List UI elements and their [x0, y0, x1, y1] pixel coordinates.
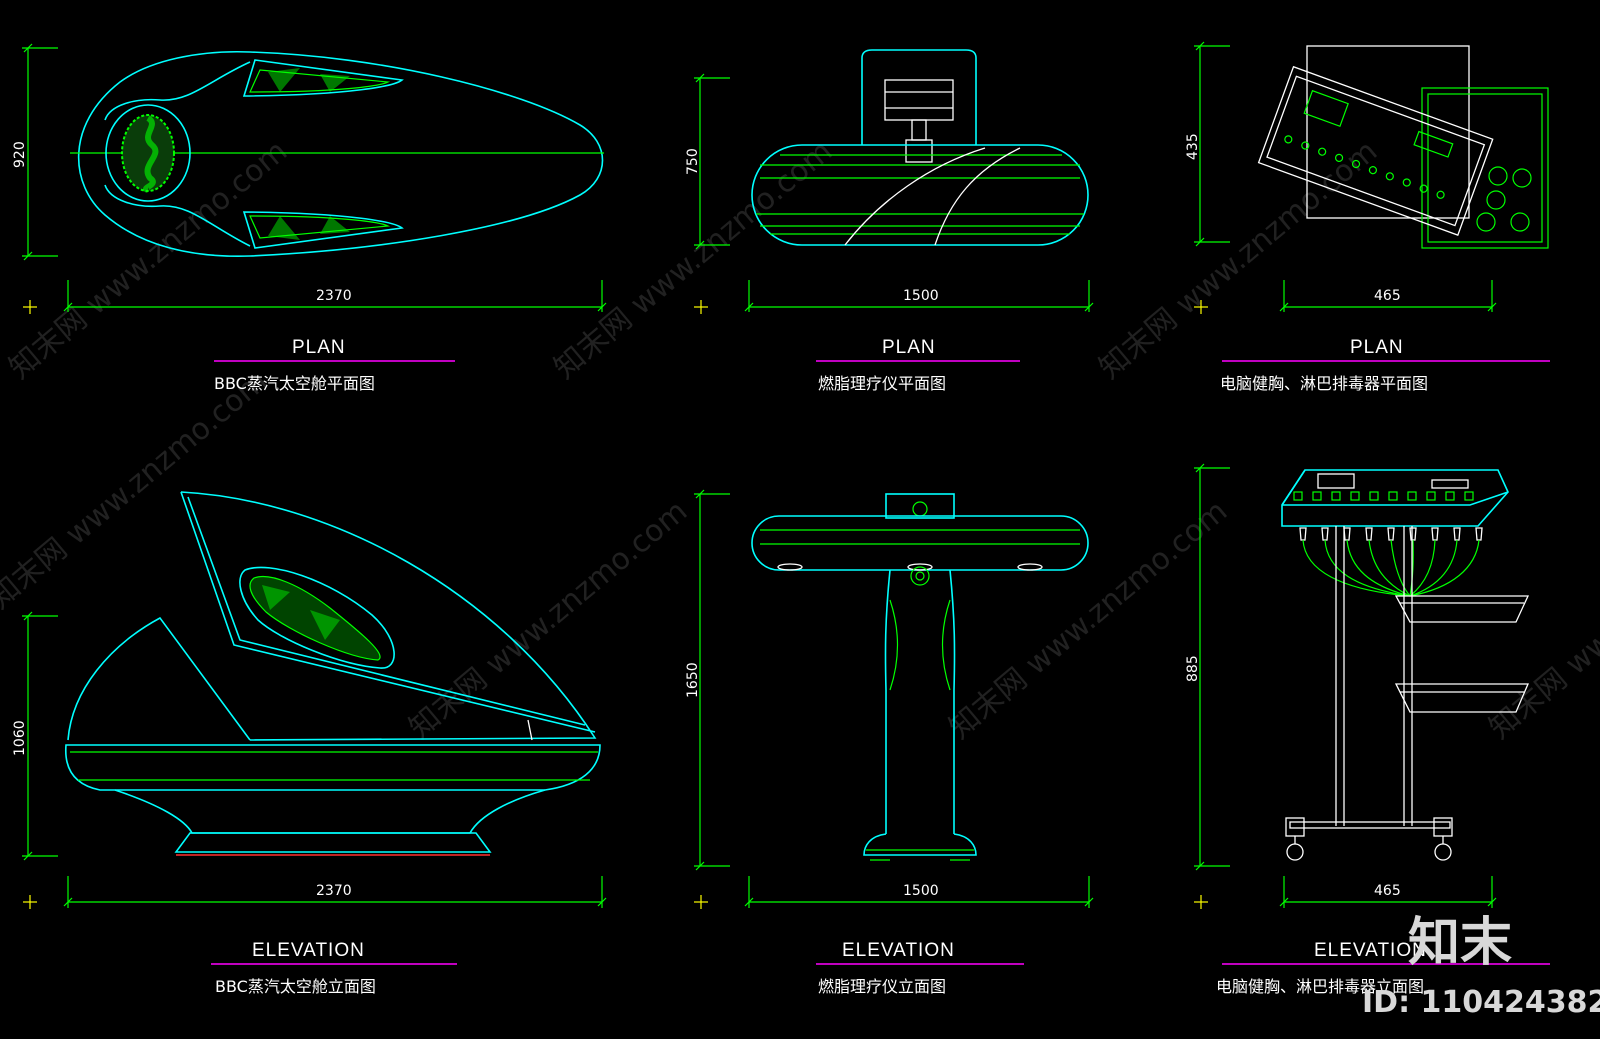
dimension-height-label: 435 [1185, 133, 1201, 160]
fat-burning-elevation-drawing [751, 493, 1089, 861]
panel-plan-fat-burning-device: 750 1500 PLAN [685, 49, 1094, 393]
dimension-height-label: 1060 [12, 720, 28, 756]
cable-connectors [1299, 527, 1483, 541]
drawing-caption: 电脑健胸、淋巴排毒器平面图 [1220, 374, 1428, 393]
dimension-vertical [22, 43, 58, 261]
spa-capsule-elevation-drawing [65, 491, 601, 856]
watermark-text: 知末网 www.znzmo.com [1483, 494, 1600, 746]
drawing-caption: BBC蒸汽太空舱立面图 [215, 977, 376, 996]
dimension-width-label: 2370 [316, 288, 352, 304]
dimension-vertical [1194, 41, 1230, 247]
dimension-height-label: 920 [12, 141, 28, 168]
dimension-vertical [694, 73, 730, 250]
drawing-caption: 电脑健胸、淋巴排毒器立面图 [1216, 977, 1424, 996]
view-title: ELEVATION [252, 940, 365, 961]
drawing-caption: 燃脂理疗仪立面图 [818, 977, 946, 996]
fat-burning-plan-drawing [751, 49, 1089, 246]
watermark-text: 知末网 www.znzmo.com [403, 494, 694, 746]
dimension-height-label: 885 [1185, 655, 1201, 682]
view-title: ELEVATION [842, 940, 955, 961]
drawing-caption: 燃脂理疗仪平面图 [818, 374, 946, 393]
dimension-width-label: 465 [1374, 883, 1401, 899]
view-title: PLAN [882, 337, 936, 358]
dimension-vertical [22, 611, 58, 861]
dimension-vertical [1194, 463, 1230, 871]
dimension-width-label: 1500 [903, 883, 939, 899]
panel-elevation-lymph-detox-device: 885 465 [1185, 463, 1550, 996]
dimension-horizontal [1194, 280, 1497, 314]
dimension-width-label: 1500 [903, 288, 939, 304]
dimension-horizontal [1194, 876, 1497, 909]
dimension-horizontal [694, 280, 1094, 314]
panel-plan-spa-capsule: 920 2370 PLAN [12, 43, 607, 393]
spa-capsule-plan-drawing [70, 50, 604, 257]
dimension-width-label: 2370 [316, 883, 352, 899]
cables [1302, 539, 1480, 597]
image-id-label: ID: 1104243826 [1362, 985, 1600, 1020]
dimension-horizontal [694, 876, 1094, 909]
panel-elevation-spa-capsule: 1060 2370 ELEVATION [12, 491, 607, 996]
watermark-text: 知末网 www.znzmo.com [1093, 134, 1384, 386]
panel-elevation-fat-burning-device: 1650 1500 [685, 489, 1094, 996]
dimension-height-label: 750 [685, 148, 701, 175]
dimension-height-label: 1650 [685, 662, 701, 698]
brand-logo: 知末 [1408, 913, 1512, 973]
view-title: PLAN [292, 337, 346, 358]
lymph-device-elevation-drawing [1281, 469, 1530, 861]
view-title: PLAN [1350, 337, 1404, 358]
dimension-vertical [694, 489, 730, 871]
lymph-device-plan-drawing [1257, 45, 1549, 249]
drawing-caption: BBC蒸汽太空舱平面图 [214, 374, 375, 393]
dimension-horizontal [23, 876, 607, 909]
dimension-width-label: 465 [1374, 288, 1401, 304]
brand-overlay: 知末 ID: 1104243826 [1362, 913, 1600, 1020]
view-title: ELEVATION [1314, 940, 1427, 961]
panel-plan-lymph-detox-device: 435 465 [1185, 41, 1550, 393]
watermark-text: 知末网 www.znzmo.com [943, 494, 1234, 746]
watermark-text: 知末网 www.znzmo.com [0, 364, 274, 616]
control-buttons-row [1293, 491, 1474, 501]
dimension-horizontal [23, 280, 607, 314]
